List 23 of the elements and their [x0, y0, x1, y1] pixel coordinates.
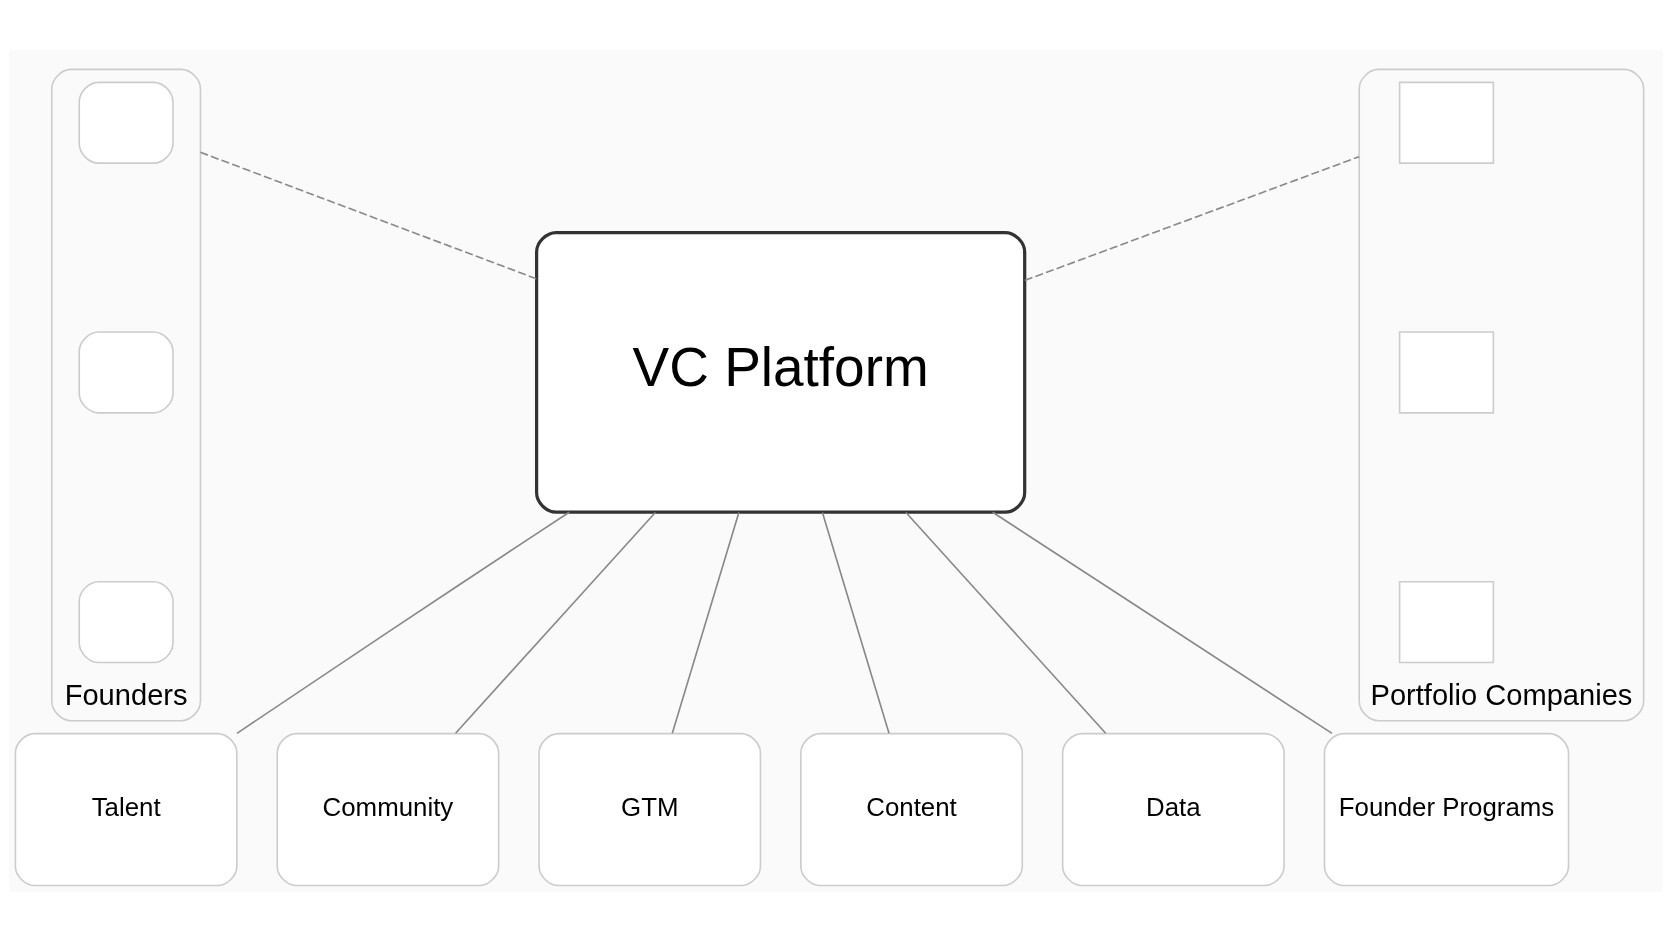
node-box: Data — [1061, 732, 1285, 886]
connector — [236, 510, 570, 734]
connector — [905, 511, 1107, 734]
connector — [671, 511, 740, 734]
node-box: Founder Programs — [1323, 732, 1570, 886]
node-box: Content — [800, 732, 1024, 886]
cluster: Founders — [50, 68, 202, 721]
node-building — [1398, 330, 1495, 414]
node-building — [1398, 81, 1495, 164]
connector — [1024, 155, 1361, 281]
cluster: Portfolio Companies — [1358, 68, 1645, 721]
connector — [821, 511, 890, 734]
connector — [454, 511, 657, 734]
node-person — [78, 580, 174, 663]
node-box: GTM — [538, 732, 762, 886]
node-box: VC Platform — [535, 230, 1027, 514]
node-building — [1398, 580, 1495, 663]
connector — [991, 510, 1333, 734]
node-box: Community — [276, 732, 500, 886]
node-person — [78, 81, 174, 164]
connector — [199, 151, 538, 280]
node-box: Talent — [14, 732, 238, 886]
node-person — [78, 330, 174, 414]
